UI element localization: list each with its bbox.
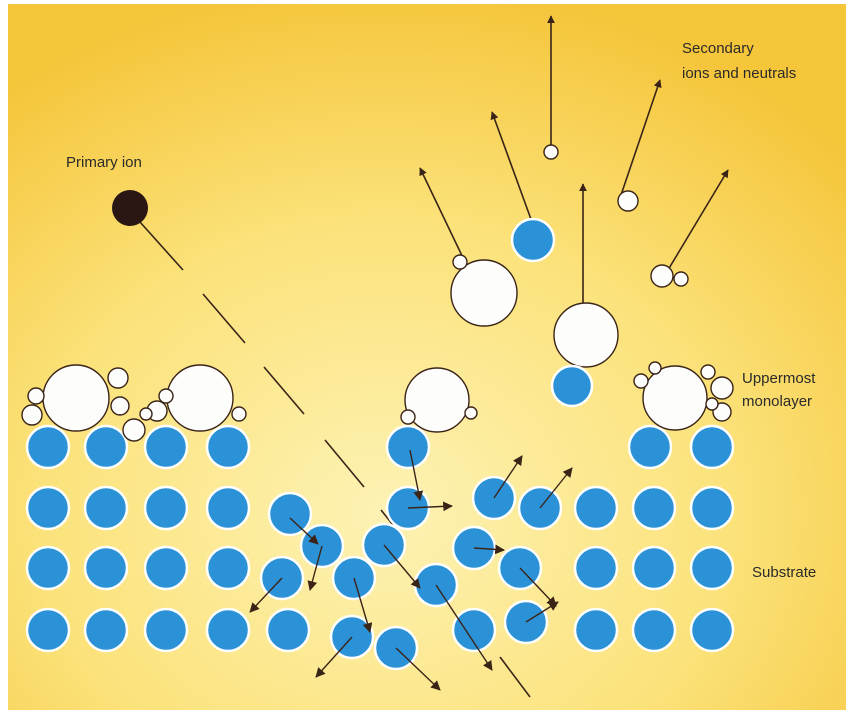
cascade-arrow [539, 467, 573, 509]
collision-cascade [249, 449, 573, 691]
sputtered-substrate-atom [550, 364, 594, 408]
adsorbate-atom [648, 361, 662, 375]
substrate-atom [143, 485, 189, 531]
cascade-arrow [519, 567, 557, 607]
substrate-atom [631, 545, 677, 591]
cascade-arrow [435, 584, 493, 671]
adsorbate-molecule [642, 365, 708, 431]
primary-ion [112, 190, 148, 226]
substrate-label: Substrate [752, 564, 816, 581]
sputtered-substrate-atom [510, 217, 556, 263]
substrate-atom [689, 485, 735, 531]
cascade-arrow [473, 544, 505, 555]
adsorbate-atom [21, 404, 43, 426]
adsorbate-atom [231, 406, 247, 422]
adsorbate-atom [110, 396, 130, 416]
adsorbate-atom [710, 376, 734, 400]
adsorbate-molecule [42, 364, 110, 432]
cascade-arrow [407, 501, 453, 512]
substrate-atom [83, 485, 129, 531]
adsorbate-molecule [166, 364, 234, 432]
substrate-atom [631, 607, 677, 653]
cascade-arrow [395, 647, 441, 691]
substrate-lattice [25, 424, 735, 671]
cascade-arrow [493, 455, 523, 499]
substrate-atom [689, 607, 735, 653]
adsorbate-atom [633, 373, 649, 389]
substrate-atom [83, 424, 129, 470]
sputtered-molecule [553, 302, 619, 368]
primary-ion-trajectory [139, 221, 531, 698]
cascade-arrow [307, 545, 323, 591]
cascade-arrow [353, 577, 373, 633]
ejection-arrow [619, 79, 662, 199]
adsorbate-atom [400, 409, 416, 425]
cascade-arrow [525, 601, 559, 623]
substrate-atom [627, 424, 673, 470]
substrate-atom [205, 485, 251, 531]
substrate-atom [205, 545, 251, 591]
adsorbate-atom [107, 367, 129, 389]
substrate-atom [631, 485, 677, 531]
secondary-label-line1: Secondary [682, 40, 754, 57]
sputtered-atom [543, 144, 559, 160]
cascade-arrow [409, 449, 424, 501]
substrate-atom [25, 545, 71, 591]
sputtered-atom [650, 264, 674, 288]
substrate-atom [143, 607, 189, 653]
adsorbate-atom [464, 406, 478, 420]
sputtered-particles [419, 15, 729, 408]
adsorbate-atom [158, 388, 174, 404]
substrate-atom [573, 485, 619, 531]
adsorbate-atom [139, 407, 153, 421]
substrate-atom [451, 607, 497, 653]
cascade-arrow [383, 544, 421, 589]
adsorbate-molecule [404, 367, 470, 433]
cascade-arrow [289, 517, 319, 545]
substrate-atom [25, 485, 71, 531]
substrate-atom [143, 424, 189, 470]
uppermost-label-line1: Uppermost [742, 370, 816, 387]
substrate-atom [385, 424, 431, 470]
secondary-label-line2: ions and neutrals [682, 65, 796, 82]
primary-ion-label: Primary ion [66, 154, 142, 171]
adsorbate-atom [700, 364, 716, 380]
substrate-atom [265, 607, 311, 653]
sputtered-atom [617, 190, 639, 212]
cascade-arrow [249, 577, 283, 613]
substrate-atom [573, 545, 619, 591]
ejection-arrow [490, 111, 533, 223]
substrate-atom [83, 607, 129, 653]
uppermost-label-line2: monolayer [742, 393, 812, 410]
sputtered-atom [673, 271, 689, 287]
substrate-atom [25, 607, 71, 653]
substrate-atom [267, 491, 313, 537]
substrate-atom [25, 424, 71, 470]
substrate-atom [83, 545, 129, 591]
adsorbate-atom [705, 397, 719, 411]
cascade-arrow [315, 636, 353, 678]
adsorbate-atom [27, 387, 45, 405]
adsorbate-atom [122, 418, 146, 442]
substrate-atom [143, 545, 189, 591]
substrate-atom [689, 424, 735, 470]
substrate-atom [205, 424, 251, 470]
sputtered-molecule [450, 259, 518, 327]
sputtered-atom [452, 254, 468, 270]
substrate-atom [205, 607, 251, 653]
ejection-arrow [419, 167, 466, 263]
uppermost-monolayer [21, 361, 734, 442]
substrate-atom [689, 545, 735, 591]
ejection-arrow [664, 169, 729, 276]
substrate-atom [573, 607, 619, 653]
